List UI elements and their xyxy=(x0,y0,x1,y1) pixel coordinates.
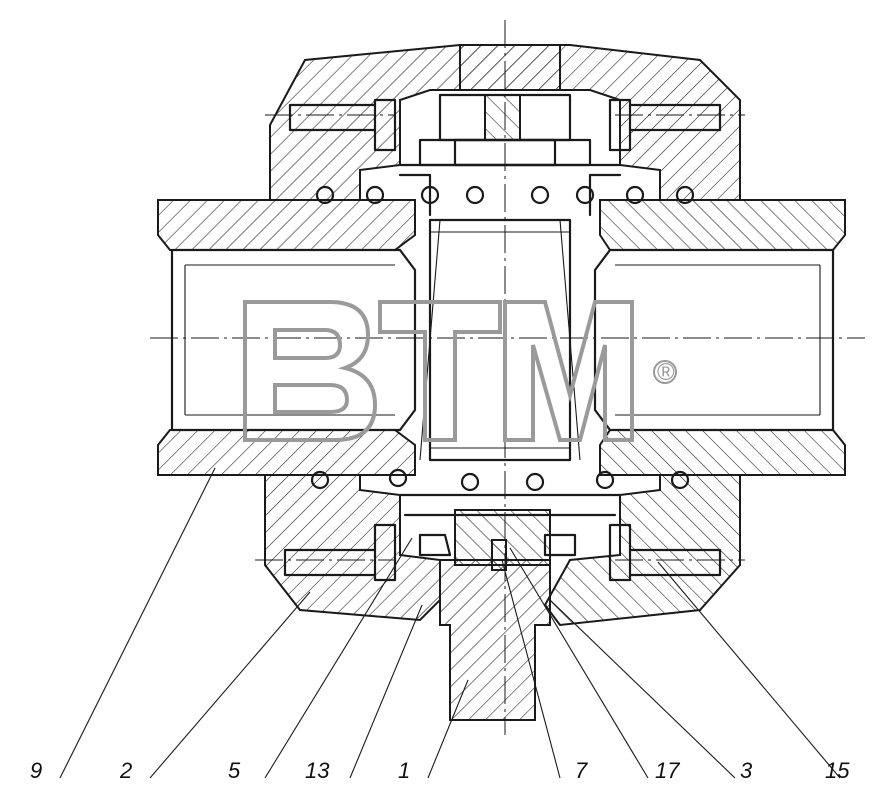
top-cap xyxy=(398,44,622,217)
callout-part-15: 15 xyxy=(825,758,850,783)
leader-lines xyxy=(59,467,841,779)
bolts xyxy=(283,98,722,582)
callout-part-13: 13 xyxy=(305,758,330,783)
right-union-top xyxy=(599,199,846,251)
spring-coils xyxy=(310,185,695,492)
watermark: ® xyxy=(243,300,677,442)
right-union xyxy=(593,199,846,476)
left-union-bottom xyxy=(157,429,416,476)
right-bore xyxy=(593,248,835,432)
callout-part-7: 7 xyxy=(575,758,588,783)
watermark-letter-t xyxy=(378,300,502,442)
registered-mark: ® xyxy=(657,359,675,386)
bottom-assembly xyxy=(398,493,622,721)
watermark-letter-b xyxy=(243,300,378,442)
callout-labels: 9 2 5 13 1 7 17 3 15 xyxy=(30,758,850,783)
left-union-top xyxy=(157,199,416,251)
center-lines xyxy=(150,20,865,735)
callout-part-5: 5 xyxy=(228,758,241,783)
right-union-bottom xyxy=(599,429,846,476)
callout-part-9: 9 xyxy=(30,758,42,783)
callout-part-2: 2 xyxy=(119,758,132,783)
watermark-letter-m xyxy=(503,300,634,442)
lower-housing xyxy=(264,474,441,622)
spindle xyxy=(439,559,551,721)
callout-part-1: 1 xyxy=(398,758,410,783)
callout-part-17: 17 xyxy=(655,758,680,783)
left-bore xyxy=(170,248,417,432)
callout-part-3: 3 xyxy=(740,758,753,783)
left-union xyxy=(157,199,417,476)
